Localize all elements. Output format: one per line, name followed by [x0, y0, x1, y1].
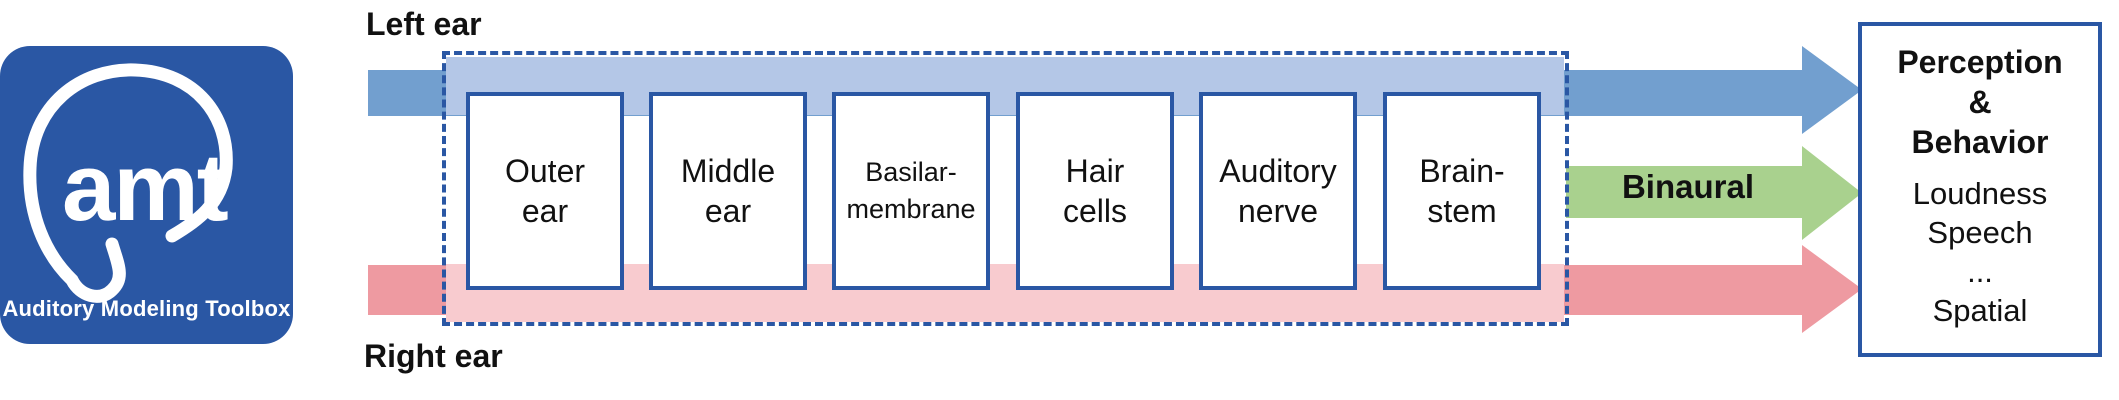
stage-label: Hair cells	[1062, 153, 1127, 229]
stage-label: Basilar- membrane	[846, 157, 976, 224]
stage-outer-ear: Outer ear	[466, 92, 624, 290]
processing-frame	[442, 51, 1569, 326]
stage-auditory-nerve: Auditory nerve	[1199, 92, 1357, 290]
perception-item-ellipsis: ...	[1967, 254, 1993, 289]
binaural-label: Binaural	[1621, 168, 1755, 205]
perception-behavior-box: Perception & Behavior Loudness Speech ..…	[1858, 22, 2102, 357]
stage-label: Outer ear	[504, 153, 586, 229]
amt-logo: amt Auditory Modeling Toolbox	[0, 46, 293, 344]
perception-item-spatial: Spatial	[1932, 293, 2028, 328]
perception-title-1: Perception	[1897, 44, 2063, 80]
right-ear-label: Right ear	[364, 338, 503, 374]
stage-middle-ear: Middle ear	[649, 92, 807, 290]
ear-icon	[23, 63, 233, 303]
stage-label: Middle ear	[680, 153, 776, 229]
perception-title-2: &	[1968, 84, 1992, 120]
stage-label: Brain- stem	[1419, 153, 1505, 229]
perception-list: Loudness Speech ... Spatial	[1862, 174, 2098, 330]
perception-title-3: Behavior	[1911, 124, 2049, 160]
left-ear-band	[446, 57, 1564, 115]
left-ear-label: Left ear	[366, 6, 482, 42]
perception-item-loudness: Loudness	[1912, 176, 2048, 211]
binaural-arrow	[1566, 146, 1862, 240]
right-ear-band	[446, 264, 1564, 322]
logo-caption: Auditory Modeling Toolbox	[2, 296, 291, 321]
stage-label: Auditory nerve	[1219, 153, 1337, 229]
stage-brainstem: Brain- stem	[1383, 92, 1541, 290]
logo-mark-text: amt	[62, 134, 229, 241]
stage-hair-cells: Hair cells	[1016, 92, 1174, 290]
stage-basilar-membrane: Basilar- membrane	[832, 92, 990, 290]
perception-item-speech: Speech	[1927, 215, 2033, 250]
